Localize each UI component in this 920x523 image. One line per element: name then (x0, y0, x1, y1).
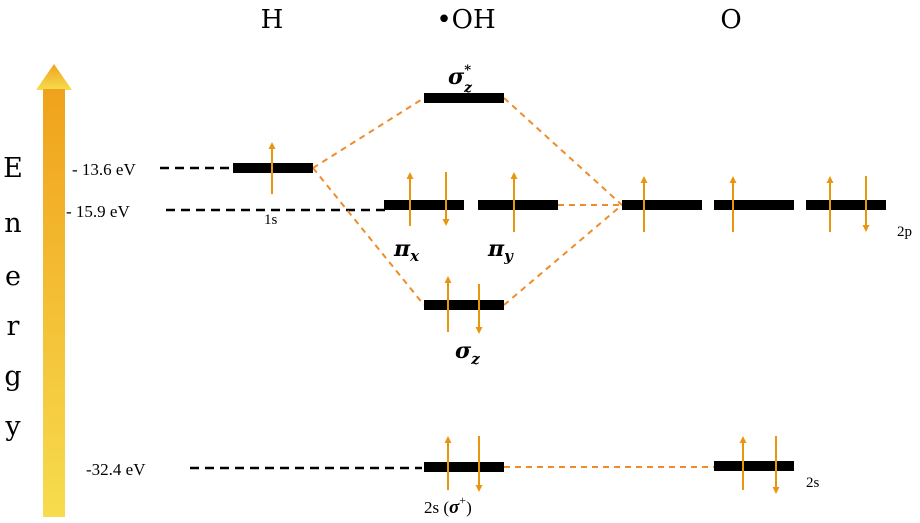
level-sigma-plus (424, 462, 504, 472)
energy-label-o2p: - 15.9 eV (66, 202, 130, 221)
connector-h-sigma-star (312, 97, 425, 169)
level-sigma-star (424, 93, 504, 103)
correlation-lines (312, 97, 714, 468)
header-h: H (261, 5, 284, 35)
electron-spin-up-arrow (444, 276, 452, 332)
level-o-2s (714, 461, 794, 471)
energy-label-h1s: - 13.6 eV (72, 160, 136, 179)
electron-spin-down-arrow (862, 176, 870, 232)
electron-spin-up-arrow (826, 176, 834, 232)
level-pi-y (478, 200, 558, 210)
label-h-1s: 1s (264, 212, 278, 228)
electron-spin-up-arrow (444, 436, 452, 490)
electrons (268, 142, 870, 494)
electron-spin-up-arrow (268, 142, 276, 194)
electron-spin-down-arrow (772, 436, 780, 494)
connector-h-sigma (312, 167, 425, 306)
electron-spin-up-arrow (510, 172, 518, 232)
electron-spin-up-arrow (640, 176, 648, 232)
axis-letter: g (4, 361, 21, 392)
electron-spin-up-arrow (406, 172, 414, 226)
level-pi-x (384, 200, 464, 210)
axis-letter: r (7, 311, 20, 342)
header-o: O (720, 5, 741, 35)
header-oh: •OH (436, 5, 495, 35)
label-o-2s: 2s (806, 475, 820, 491)
label-sigma-plus: 2s (σ+) (424, 493, 472, 518)
label-pi-y: πy (487, 236, 514, 265)
energy-label-o2s: -32.4 eV (86, 460, 146, 479)
energy-arrow (36, 64, 72, 517)
level-o-2p-1 (622, 200, 702, 210)
level-sigma-z (424, 300, 504, 310)
level-o-2p-2 (714, 200, 794, 210)
energy-reference-lines (160, 166, 422, 470)
level-o-2p-3 (806, 200, 886, 210)
axis-letter: E (3, 153, 23, 184)
electron-spin-down-arrow (475, 284, 483, 334)
axis-letter: y (4, 411, 21, 442)
axis-letter: n (4, 208, 21, 239)
energy-axis-label: E n e r g y (3, 153, 23, 442)
electron-spin-up-arrow (729, 176, 737, 232)
axis-letter: e (5, 261, 21, 292)
electron-spin-down-arrow (442, 172, 450, 226)
connector-o-sigma-star (503, 97, 623, 206)
label-sigma-z: σz (455, 338, 480, 368)
label-sigma-star: σ*z (448, 63, 473, 96)
label-pi-x: πx (393, 236, 420, 265)
electron-spin-up-arrow (739, 436, 747, 490)
label-o-2p: 2p (897, 224, 912, 240)
electron-spin-down-arrow (475, 436, 483, 492)
connector-o-sigma (503, 204, 623, 306)
